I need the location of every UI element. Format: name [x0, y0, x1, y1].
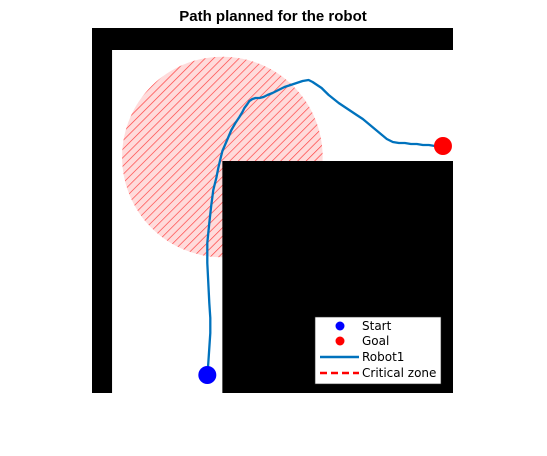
legend-critical-zone-label: Critical zone [362, 366, 436, 380]
legend-start-label: Start [362, 319, 392, 333]
path-layer [206, 78, 445, 377]
legend-goal-marker [335, 336, 345, 346]
legend-start-marker [335, 321, 345, 331]
legend: Start Goal Robot1 Critical zone [314, 316, 442, 385]
obstacle-1 [92, 28, 113, 393]
goal-marker [433, 137, 452, 155]
legend-robot1-label: Robot1 [362, 350, 404, 364]
start-marker [198, 366, 217, 384]
marker-layer [198, 137, 452, 384]
robot-path-1 [206, 78, 445, 377]
obstacle-2 [92, 28, 453, 50]
legend-goal-label: Goal [362, 334, 389, 348]
chart-title: Path planned for the robot [179, 8, 367, 25]
